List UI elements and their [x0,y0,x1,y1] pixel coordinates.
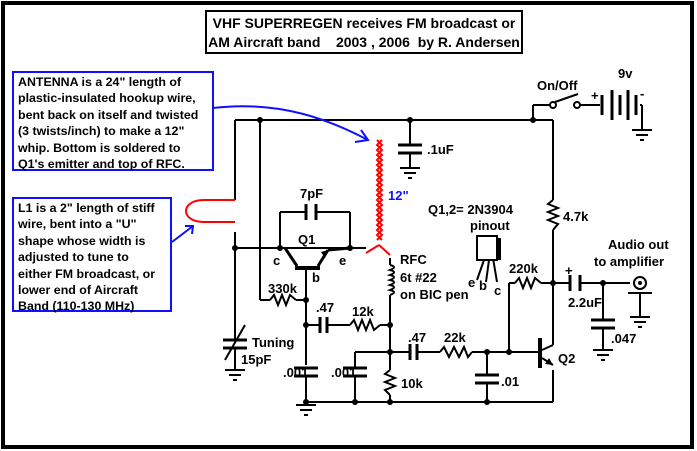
ground-symbols [225,129,652,416]
label-res-22k: 22k [444,330,466,345]
l1-note-line: adjusted to tune to [18,250,129,265]
label-pin-c: c [494,283,501,298]
antenna-note-line: ANTENNA is a 24" length of [18,75,182,89]
annotation-arrows [171,105,370,243]
title-line-2: AM Aircraft band 2003 , 2006 by R. Ander… [208,34,520,50]
label-tuning-1: Tuning [252,335,294,350]
label-pinout: pinout [470,218,510,233]
label-audio-2: to amplifier [594,254,664,269]
rfc-coil [386,264,395,296]
antenna-note: ANTENNA is a 24" length of plastic-insul… [12,71,214,171]
antenna-note-line: bent back on itself and twisted [18,107,199,122]
label-res-12k: 12k [352,304,374,319]
q2-symbol [528,338,542,368]
label-audio-1: Audio out [608,237,669,252]
pinout-transistor-body [476,235,498,261]
label-cap-7pF: 7pF [300,186,323,201]
pinout-transistor-edge [497,238,501,260]
title-line-1: VHF SUPERREGEN receives FM broadcast or [212,15,516,31]
l1-note: L1 is a 2" length of stiff wire, bent in… [12,197,172,314]
switch-contact-left [549,101,557,109]
label-battery: 9v [618,66,633,81]
label-battery-minus: - [640,86,644,101]
l1-note-line: wire, bent into a "U" [18,217,137,232]
label-q1-c: c [273,253,280,268]
page-title: VHF SUPERREGEN receives FM broadcast or … [205,10,523,54]
component-labels: On/Off 9v + - .1uF 12" 7pF Q1 c e b Q1,2… [241,66,669,391]
label-pin-b: b [479,278,487,293]
junction-dots [232,117,606,405]
wires [224,104,643,405]
label-on-off: On/Off [537,78,578,93]
label-q1: Q1 [298,232,315,247]
l1-note-line: L1 is a 2" length of stiff [18,201,155,215]
label-res-330k: 330k [268,281,298,296]
q2-emitter-arrow [545,358,553,365]
label-cap-047uF: .047 [611,331,636,346]
label-rfc-1: RFC [400,252,427,267]
label-q1-b: b [312,270,320,285]
antenna-note-line: whip. Bottom is soldered to [18,140,181,155]
l1-note-line: shape whose width is [18,233,146,248]
label-cap-047b: .47 [408,330,426,345]
resistors [269,199,561,396]
l1-note-line: either FM broadcast, or [18,266,156,281]
label-cap-01: .01 [501,374,519,389]
antenna-whip [185,139,391,256]
label-battery-plus: + [591,88,599,103]
label-res-10k: 10k [401,376,423,391]
label-cap-01uF: .1uF [427,142,454,157]
label-tuning-2: 15pF [241,352,271,367]
antenna-note-line: plastic-insulated hookup wire, [18,91,196,106]
label-q2: Q2 [558,351,575,366]
label-cap-plus: + [565,263,573,278]
label-cap-047a: .47 [316,300,334,315]
label-transistor-type: Q1,2= 2N3904 [428,202,514,217]
label-whip-length: 12" [388,188,409,203]
label-cap-001b: .001 [331,365,356,380]
switch-contact-right [573,101,581,109]
label-rfc-2: 6t #22 [400,270,437,285]
l1-note-line: lower end of Aircraft [18,283,139,298]
capacitor-plates [223,90,638,385]
antenna-note-line: Q1's emitter and top of RFC. [18,157,185,172]
label-cap-001a: .001 [283,365,308,380]
audio-jack-center [638,281,642,285]
label-pin-e: e [468,275,475,290]
label-res-220k: 220k [509,261,539,276]
label-q1-e: e [339,253,346,268]
l1-note-line: Band (110-130 MHz) [18,299,135,314]
label-res-4k7: 4.7k [563,209,589,224]
label-cap-22uF: 2.2uF [568,295,602,310]
label-rfc-3: on BIC pen [400,287,469,302]
antenna-note-line: (3 twists/inch) to make a 12" [18,124,185,139]
switch-lever [554,93,579,103]
q1-emitter-arrow [321,250,328,258]
